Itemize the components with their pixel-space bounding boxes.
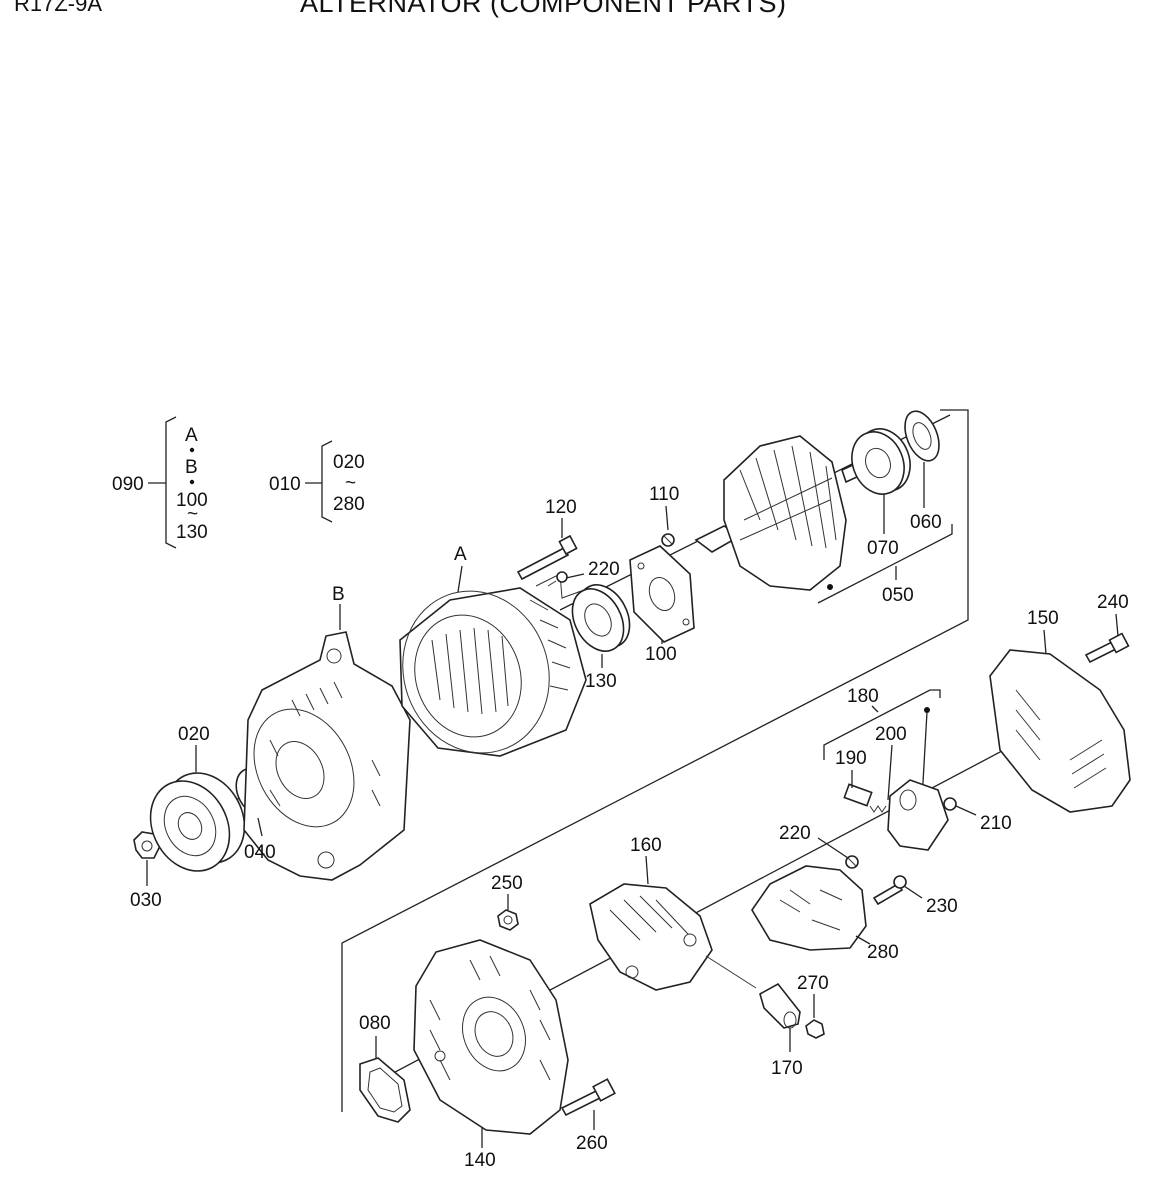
- callout-020: 020: [178, 724, 210, 745]
- part-270-nut: [805, 1019, 825, 1039]
- part-a-stator: [399, 587, 587, 757]
- callout-110: 110: [649, 484, 679, 505]
- part-050-rotor: [694, 435, 873, 591]
- callout-060: 060: [910, 512, 942, 533]
- callout-260: 260: [576, 1133, 608, 1154]
- callout-240: 240: [1097, 592, 1129, 613]
- callout-090: 090: [112, 474, 144, 495]
- bracket-050: [817, 524, 953, 604]
- bracket-010-range-start: 020: [333, 452, 365, 473]
- bracket-010-range-end: 280: [333, 494, 365, 515]
- bracket-090-group: 090 A B 100 ~ 130: [112, 416, 208, 549]
- callout-200: 200: [875, 724, 907, 745]
- part-160-rectifier: [589, 883, 713, 991]
- callout-b: B: [332, 584, 345, 605]
- part-brush-holder: [887, 779, 949, 851]
- callout-030: 030: [130, 890, 162, 911]
- callout-120: 120: [545, 497, 577, 518]
- callout-220-upper: 220: [588, 559, 620, 580]
- callout-190: 190: [835, 748, 867, 769]
- callout-170: 170: [771, 1058, 803, 1079]
- part-230-screw: [872, 875, 907, 906]
- bracket-010: [321, 440, 333, 523]
- callout-100: 100: [645, 644, 677, 665]
- bracket-090-item-a: A: [185, 425, 198, 446]
- part-060-seal: [904, 410, 940, 462]
- callout-080: 080: [359, 1013, 391, 1034]
- part-b-front-housing: [243, 631, 411, 881]
- callout-230: 230: [926, 896, 958, 917]
- callout-010: 010: [269, 474, 301, 495]
- bracket-180: [823, 689, 941, 760]
- model-code: R17Z-9A: [14, 0, 103, 16]
- callout-a: A: [454, 544, 467, 565]
- part-220-screw-upper: [547, 571, 568, 587]
- bracket-010-group: 010 020 ~ 280: [269, 440, 365, 523]
- part-220-screw-lower: [845, 855, 859, 869]
- part-080-gasket: [359, 1057, 411, 1123]
- callout-160: 160: [630, 835, 662, 856]
- callout-150: 150: [1027, 608, 1059, 629]
- callout-210: 210: [980, 813, 1012, 834]
- callout-140: 140: [464, 1150, 496, 1171]
- callout-050: 050: [882, 585, 914, 606]
- bracket-dot: [189, 479, 195, 485]
- reference-dot: [924, 707, 930, 713]
- part-190-brush: [843, 783, 873, 807]
- part-120-bolt: [516, 534, 585, 599]
- bracket-090-range-start: 100: [176, 490, 208, 511]
- bracket-dot: [189, 447, 195, 453]
- part-240-bolt: [1084, 632, 1130, 664]
- leader-lines: [146, 462, 1119, 1148]
- part-210-screw: [943, 797, 957, 811]
- assembly-frame: [341, 409, 969, 1112]
- page-header: R17Z-9A ALTERNATOR (COMPONENT PARTS): [0, 0, 1162, 20]
- part-150-rear-cover: [989, 649, 1131, 813]
- part-280-regulator: [751, 865, 867, 951]
- part-200-spring: [869, 805, 887, 813]
- bracket-090: [165, 416, 177, 549]
- reference-dot: [827, 584, 833, 590]
- part-020-pulley: [149, 772, 246, 872]
- part-170-terminal: [705, 955, 801, 1029]
- callout-250: 250: [491, 873, 523, 894]
- bracket-010-tilde: ~: [345, 473, 356, 494]
- callout-040: 040: [244, 842, 276, 863]
- bracket-090-range-end: 130: [176, 522, 208, 543]
- part-250-nut: [497, 909, 519, 931]
- callout-280: 280: [867, 942, 899, 963]
- part-130-bearing: [571, 584, 631, 652]
- part-110-screw: [661, 533, 675, 547]
- bracket-090-tilde: ~: [187, 504, 198, 525]
- callout-180: 180: [847, 686, 879, 707]
- callout-130: 130: [585, 671, 617, 692]
- part-260-bolt: [560, 1078, 616, 1117]
- part-100-retainer-plate: [629, 545, 695, 643]
- callout-070: 070: [867, 538, 899, 559]
- part-070-bearing: [851, 428, 911, 495]
- callout-220-lower: 220: [779, 823, 811, 844]
- callout-270: 270: [797, 973, 829, 994]
- part-140-rear-housing: [413, 939, 569, 1135]
- bracket-090-item-b: B: [185, 457, 198, 478]
- page-title: ALTERNATOR (COMPONENT PARTS): [300, 0, 787, 18]
- part-030-nut: [133, 831, 161, 859]
